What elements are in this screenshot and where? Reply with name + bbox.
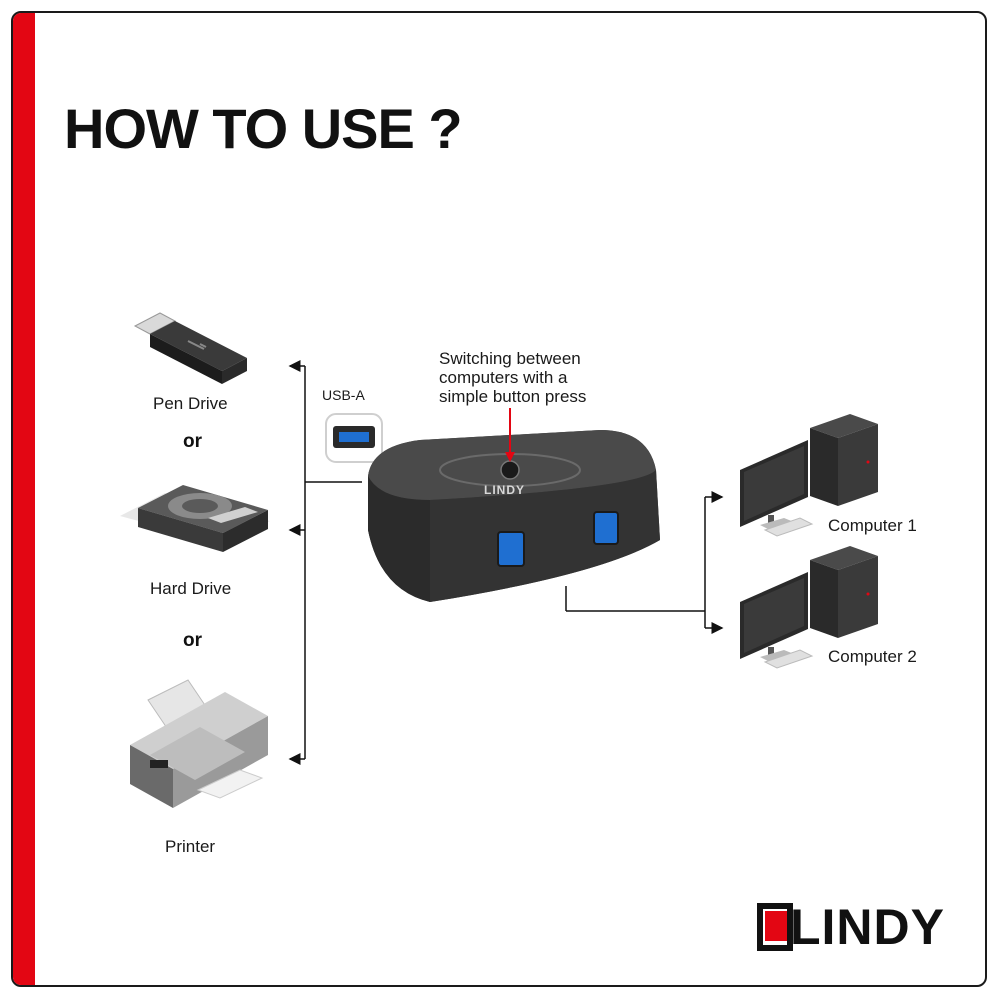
computer-1-label: Computer 1 [828, 516, 917, 535]
device-connector-lines [288, 360, 362, 765]
pen-drive-label: Pen Drive [153, 394, 228, 413]
computer-connector-lines [565, 491, 724, 634]
or-label-2: or [183, 630, 202, 651]
printer-icon [130, 679, 268, 808]
printer-label: Printer [165, 837, 216, 856]
lindy-logo-text: LINDY [790, 899, 945, 955]
computer-2-label: Computer 2 [828, 647, 917, 666]
switching-callout: Switching between computers with a simpl… [439, 349, 639, 406]
callout-line-3: simple button press [439, 387, 587, 406]
switch-brand-label: LINDY [484, 483, 525, 497]
usb-a-port-icon [325, 413, 383, 463]
pen-drive-icon [133, 312, 247, 384]
lindy-logo-mark [757, 903, 793, 951]
hard-drive-label: Hard Drive [150, 579, 232, 598]
page-title: HOW TO USE ? [64, 97, 463, 160]
or-label-1: or [183, 431, 202, 452]
accent-bar [13, 13, 35, 985]
usb-switch-device [368, 430, 660, 602]
computer-2-icon [740, 546, 878, 669]
usb-a-label: USB-A [322, 387, 365, 403]
computer-1-icon [740, 414, 878, 537]
callout-line-1: Switching between [439, 349, 581, 368]
hard-drive-icon [120, 485, 270, 552]
callout-line-2: computers with a [439, 368, 568, 387]
